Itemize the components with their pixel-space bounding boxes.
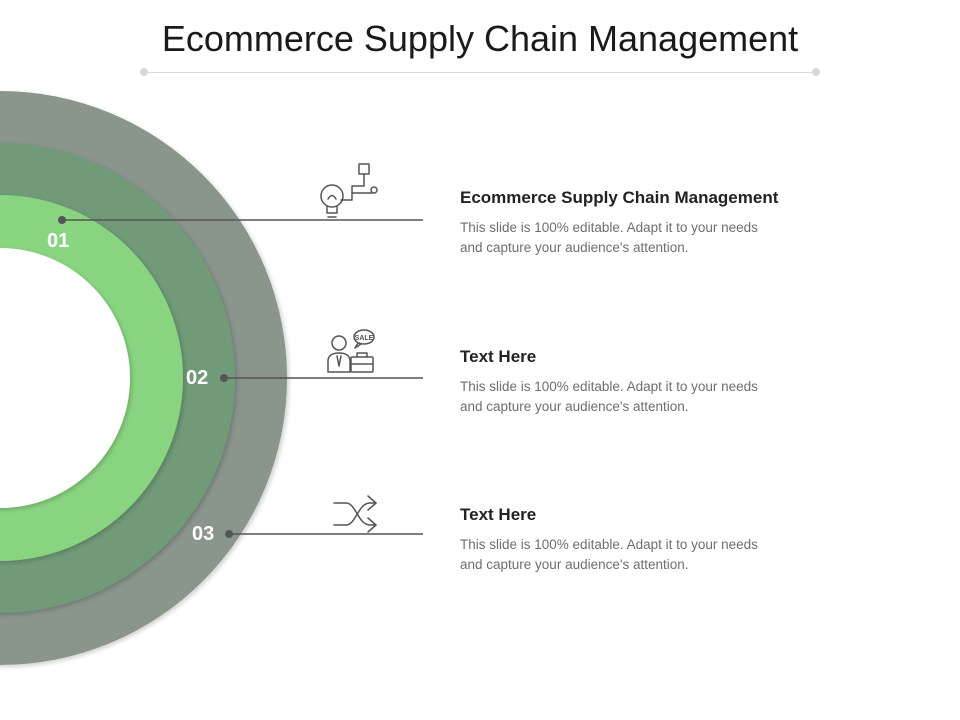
item-title-03: Text Here — [460, 505, 537, 524]
item-description-03: This slide is 100% editable. Adapt it to… — [460, 537, 758, 572]
connector-dot-02 — [220, 374, 228, 382]
lightbulb-circuit-icon — [320, 163, 378, 218]
item-description-01: This slide is 100% editable. Adapt it to… — [460, 220, 758, 255]
ring-number-03: 03 — [192, 523, 215, 545]
item-description-02: This slide is 100% editable. Adapt it to… — [460, 379, 758, 414]
item-title-02: Text Here — [460, 347, 537, 366]
slide-title: Ecommerce Supply Chain Management — [161, 18, 799, 59]
connector-dot-01 — [58, 216, 66, 224]
ring-number-01: 01 — [47, 230, 70, 252]
title-divider-dot-left — [140, 68, 148, 76]
title-divider-dot-right — [812, 68, 820, 76]
sale-label: SALE — [355, 335, 374, 342]
shuffle-arrows-icon — [333, 495, 377, 533]
ring-hole — [0, 248, 130, 508]
ring-number-02: 02 — [186, 367, 209, 389]
salesman-briefcase-icon — [327, 329, 375, 373]
connector-dot-03 — [225, 530, 233, 538]
title-divider — [144, 72, 816, 73]
item-title-01: Ecommerce Supply Chain Management — [460, 188, 779, 207]
